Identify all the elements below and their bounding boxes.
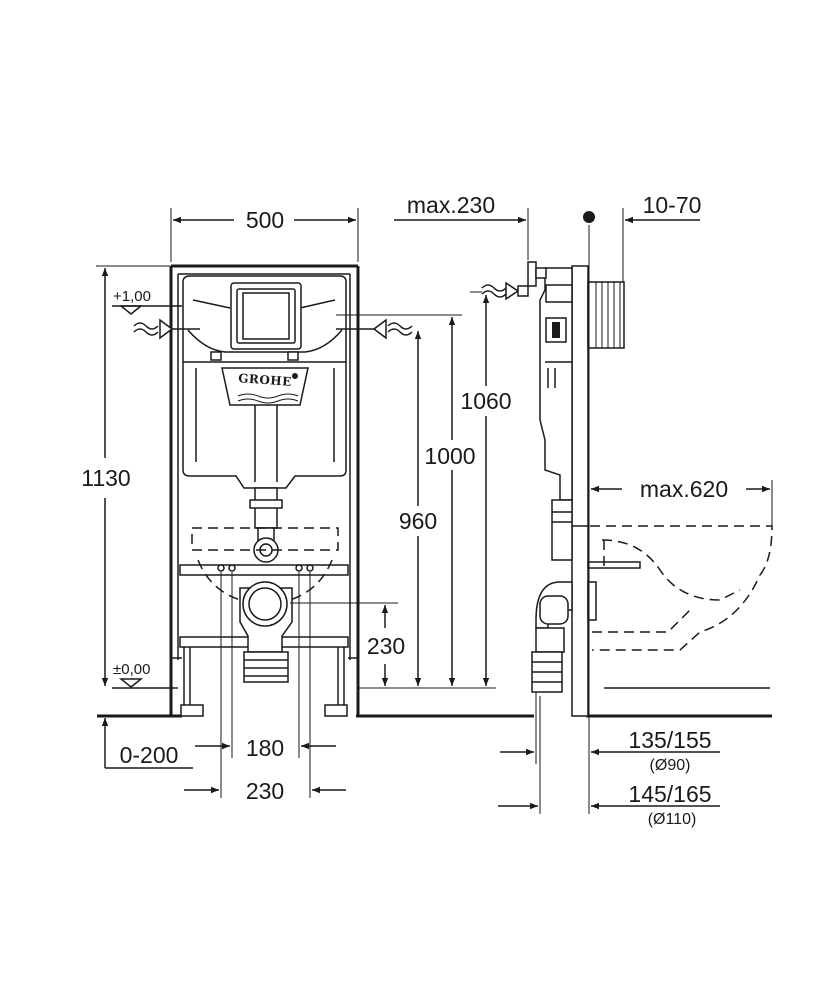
svg-text:max.620: max.620 [640,476,728,502]
brand-logo: GROHE [238,371,293,389]
dim-max-230: max.230 [394,192,529,260]
svg-text:135/155: 135/155 [628,727,711,753]
svg-text:500: 500 [246,207,284,233]
svg-text:max.230: max.230 [407,192,495,218]
dim-width-500: 500 [170,207,359,262]
level-top: +1,00 [113,288,151,305]
svg-text:230: 230 [246,778,284,804]
svg-text:145/165: 145/165 [628,781,711,807]
side-view-frame [527,261,641,717]
dim-wall-adjust: 10-70 [622,192,702,282]
dim-bolt-spacing: 180 [195,572,336,761]
downpipe-front [191,487,339,683]
dim-pipe-90: 135/155 (Ø90) [500,692,720,774]
wall-axis-marker-icon [583,211,595,814]
dim-pipe-110: 145/165 (Ø110) [498,696,720,828]
dim-height-1000: 1000 [336,314,476,686]
svg-text:180: 180 [246,735,284,761]
dim-floor-offset: 0-200 [101,718,193,769]
dim-outlet-height: 230 [290,602,496,689]
dim-outlet-width: 230 [184,572,346,804]
svg-text:1130: 1130 [81,465,130,491]
cistern-front [182,275,347,489]
dim-height-960: 960 [399,331,437,686]
level-marker-icon: +1,00 ±0,00 [112,288,182,689]
level-zero: ±0,00 [113,661,150,678]
water-inlet-icon [481,281,529,301]
dim-height-1130: 1130 [81,265,170,686]
water-inlet-icon [133,318,413,340]
wc-bowl-outline [590,525,773,651]
svg-text:230: 230 [367,633,405,659]
svg-text:(Ø110): (Ø110) [648,811,697,828]
svg-text:1000: 1000 [424,443,475,469]
svg-text:960: 960 [399,508,437,534]
dim-bowl-projection: max.620 [591,476,773,526]
svg-text:0-200: 0-200 [120,742,179,768]
svg-text:10-70: 10-70 [643,192,702,218]
dim-height-1060: 1060 [460,291,512,686]
svg-text:1060: 1060 [460,388,511,414]
svg-text:(Ø90): (Ø90) [650,757,691,774]
